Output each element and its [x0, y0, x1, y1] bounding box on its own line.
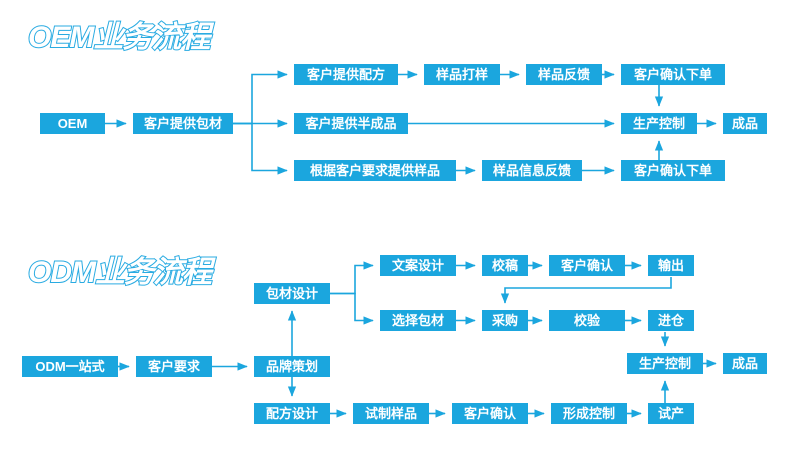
node-oem-order2[interactable]: 客户确认下单	[621, 160, 725, 181]
conn-odm-output-purchase	[500, 277, 672, 304]
node-oem-info[interactable]: 样品信息反馈	[482, 160, 582, 181]
node-oem-prod[interactable]: 生产控制	[621, 113, 697, 134]
node-odm-formula[interactable]: 配方设计	[254, 403, 330, 424]
section-title-oem: OEM业务流程	[27, 20, 211, 55]
node-oem-req[interactable]: 根据客户要求提供样品	[294, 160, 456, 181]
conn-oem-pack-req	[233, 122, 288, 175]
node-odm-storage[interactable]: 进仓	[648, 310, 694, 331]
node-odm-pilot[interactable]: 试产	[648, 403, 694, 424]
node-odm-prod[interactable]: 生产控制	[627, 353, 703, 374]
node-odm-control[interactable]: 形成控制	[551, 403, 627, 424]
node-oem-feedback[interactable]: 样品反馈	[526, 64, 602, 85]
node-oem-start[interactable]: OEM	[40, 113, 105, 134]
section-title-odm: ODM业务流程	[27, 255, 213, 290]
node-oem-final[interactable]: 成品	[723, 113, 767, 134]
node-odm-final[interactable]: 成品	[723, 353, 767, 374]
node-oem-semi[interactable]: 客户提供半成品	[294, 113, 408, 134]
node-odm-copy[interactable]: 文案设计	[380, 255, 456, 276]
node-odm-confirm1[interactable]: 客户确认	[549, 255, 625, 276]
node-odm-brand[interactable]: 品牌策划	[254, 356, 330, 377]
conn-oem-pack-formula	[233, 70, 288, 125]
node-odm-purchase[interactable]: 采购	[482, 310, 528, 331]
conn-odm-pkgdesign-copy	[330, 261, 374, 295]
node-odm-trial[interactable]: 试制样品	[353, 403, 429, 424]
conn-odm-pkgdesign-selpkg	[330, 292, 374, 325]
node-oem-formula[interactable]: 客户提供配方	[294, 64, 398, 85]
node-oem-pack[interactable]: 客户提供包材	[133, 113, 233, 134]
node-odm-confirm2[interactable]: 客户确认	[452, 403, 528, 424]
node-oem-order1[interactable]: 客户确认下单	[621, 64, 725, 85]
node-odm-selpkg[interactable]: 选择包材	[380, 310, 456, 331]
node-odm-verify[interactable]: 校验	[549, 310, 625, 331]
node-odm-custreq[interactable]: 客户要求	[136, 356, 212, 377]
node-odm-output[interactable]: 输出	[648, 255, 694, 276]
node-odm-proof[interactable]: 校稿	[482, 255, 528, 276]
node-oem-sample[interactable]: 样品打样	[424, 64, 500, 85]
node-odm-start[interactable]: ODM一站式	[22, 356, 118, 377]
node-odm-pkgdesign[interactable]: 包材设计	[254, 283, 330, 304]
